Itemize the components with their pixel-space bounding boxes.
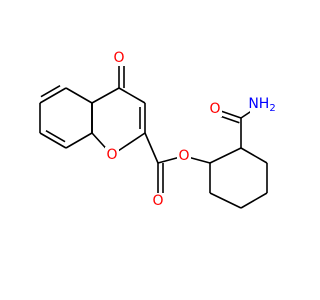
bond-c5-c6-inner xyxy=(40,84,61,98)
bond-h4-h5 xyxy=(240,192,268,209)
label-mask-amine xyxy=(250,94,276,114)
bond-c4a-c4 xyxy=(91,87,120,104)
amine-subscript: 2 xyxy=(269,103,275,114)
bond-c4-c3 xyxy=(118,87,146,104)
bond-c7-c8-inner xyxy=(45,129,66,143)
bond-h1-h2 xyxy=(209,147,242,164)
amine-symbol: NH xyxy=(248,96,269,112)
molecule-structure: O O O O O NH2 xyxy=(39,50,276,209)
label-mask-ester xyxy=(177,148,191,164)
bond-h5-h6 xyxy=(209,192,242,209)
label-mask-ketone xyxy=(112,50,126,66)
bond-c5-c6 xyxy=(39,87,67,104)
bond-c4a-c5 xyxy=(65,87,93,104)
atom-ketone-oxygen: O xyxy=(113,50,124,66)
atom-amide-oxygen: O xyxy=(209,101,220,117)
bond-layer xyxy=(39,58,268,209)
label-mask-ring-oxygen xyxy=(105,147,119,163)
bond-c7-c8 xyxy=(39,132,67,149)
label-mask-carbonyl xyxy=(151,193,165,209)
atom-amine-nitrogen: NH2 xyxy=(248,96,275,114)
bond-c2-ester-c xyxy=(144,132,159,164)
atom-carbonyl-oxygen: O xyxy=(152,193,163,209)
bond-c8-c8a xyxy=(65,132,93,149)
bond-h2-h3 xyxy=(240,147,268,164)
label-mask-amide-oxygen xyxy=(208,101,222,117)
atom-ring-oxygen: O xyxy=(106,147,117,163)
atom-ester-oxygen: O xyxy=(178,148,189,164)
atom-label-layer: O O O O O NH2 xyxy=(105,50,276,209)
